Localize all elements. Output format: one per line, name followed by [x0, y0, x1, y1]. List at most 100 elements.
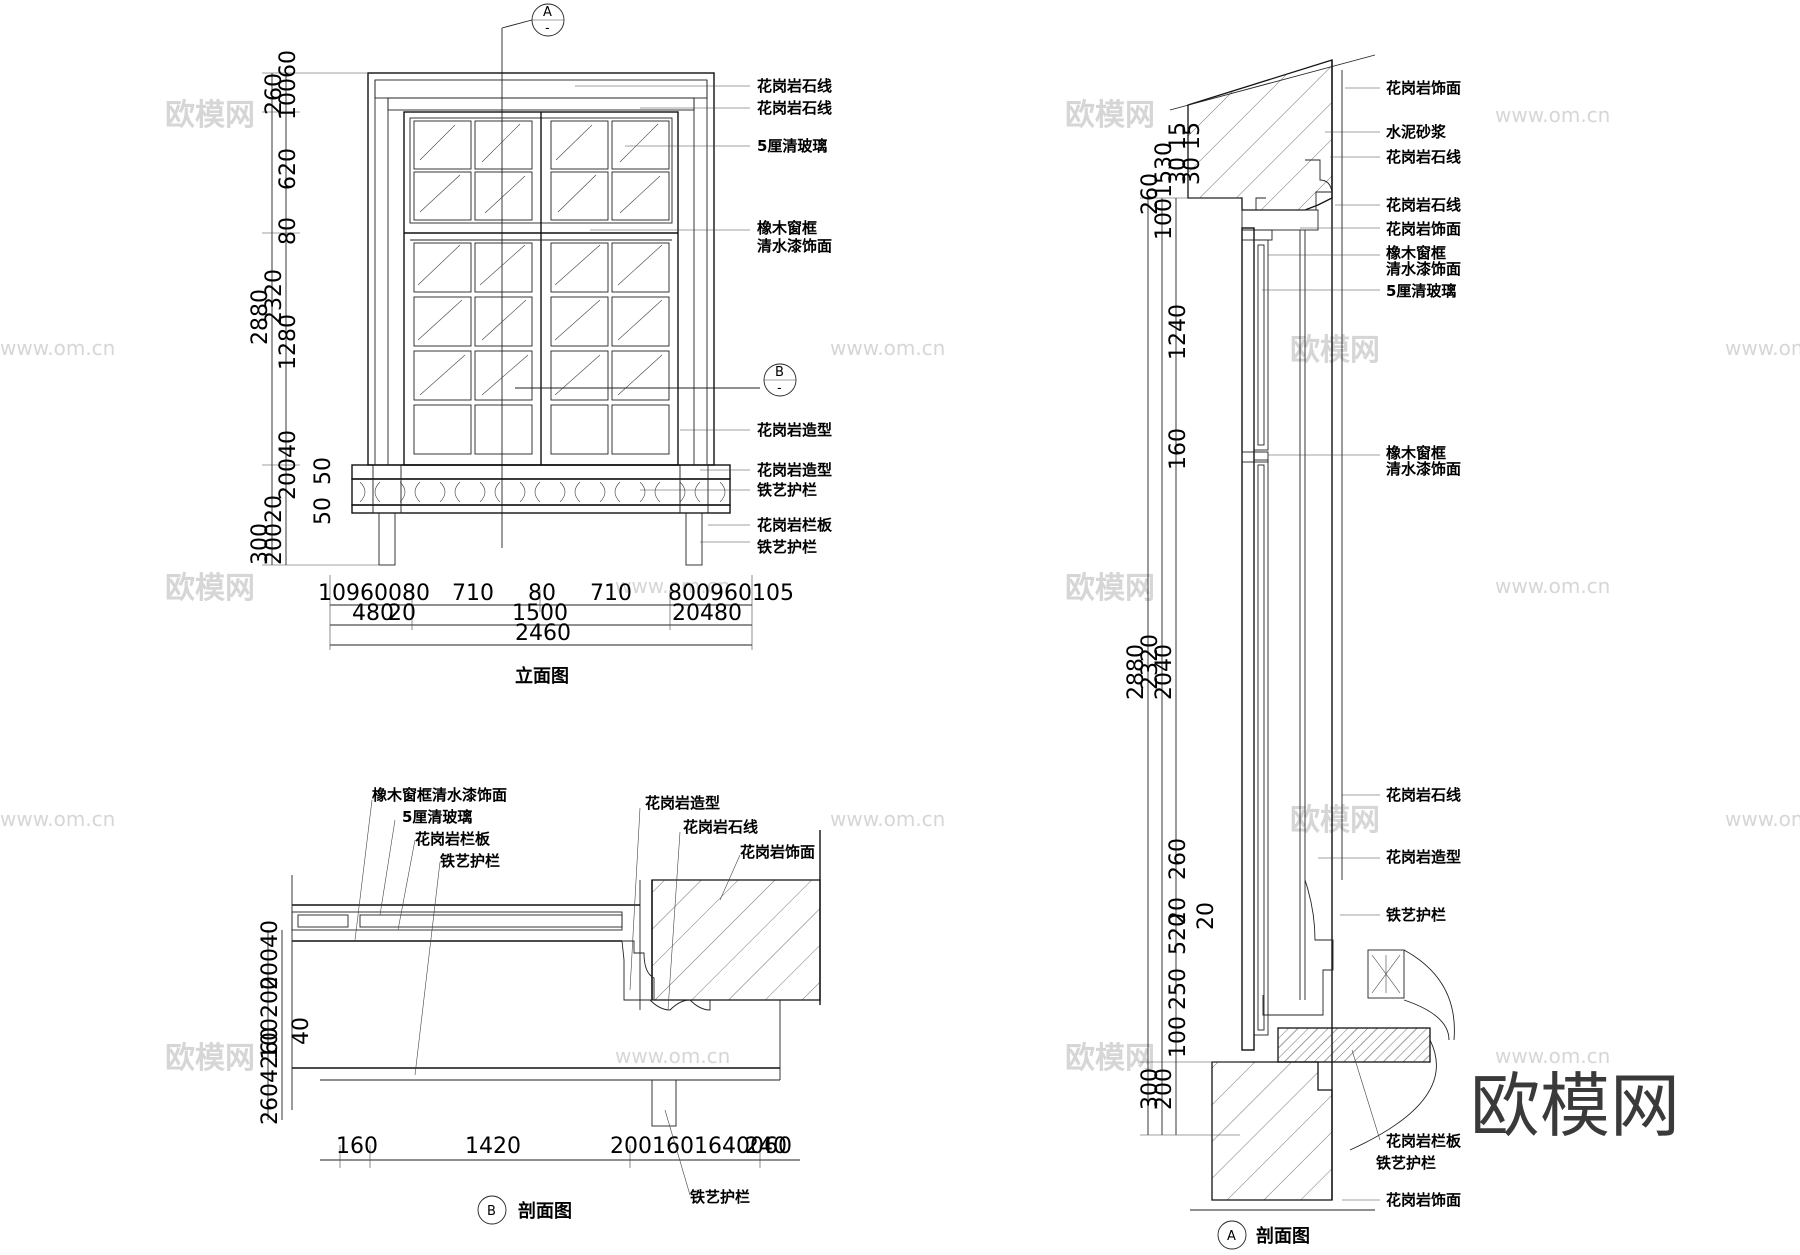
label-b-granite-shape: 花岗岩造型: [645, 794, 720, 812]
iron-railing-ornament: [359, 481, 726, 503]
label-a-oak-frame-1: 橡木窗框: [1386, 244, 1446, 262]
svg-text:160: 160: [1166, 428, 1191, 470]
label-a-varnish-1: 清水漆饰面: [1386, 260, 1461, 278]
watermark-logo-large: 欧模网: [1470, 1065, 1680, 1147]
granite-rail-cap: [351, 464, 731, 480]
section-tag-a-sub: -: [545, 21, 550, 36]
oak-frame-section: [1241, 227, 1255, 1051]
label-a-oak-frame-2: 橡木窗框: [1386, 444, 1446, 462]
svg-text:1001530: 1001530: [1152, 142, 1177, 240]
svg-text:20040: 20040: [258, 920, 283, 990]
svg-text:1420: 1420: [465, 1134, 521, 1159]
watermark-url: www.om.cn: [1495, 1044, 1610, 1068]
label-granite-shape-1: 花岗岩造型: [757, 421, 832, 439]
section-a-dimensions: 260 1001530 30 15 30 15 1240 160 2880 23…: [1124, 122, 1240, 1136]
svg-text:710: 710: [452, 581, 494, 606]
label-b-iron-rail-2: 铁艺护栏: [690, 1188, 750, 1206]
label-b-oak-varnish: 橡木窗框清水漆饰面: [372, 786, 507, 804]
label-a-granite-face-top: 花岗岩饰面: [1386, 79, 1461, 97]
wall-top-hatched: [1187, 59, 1333, 211]
label-a-granite-line-2: 花岗岩石线: [1386, 196, 1461, 214]
label-a-granite-shape: 花岗岩造型: [1386, 848, 1461, 866]
watermark-brand: 欧模网: [165, 98, 255, 133]
label-a-iron-rail-2: 铁艺护栏: [1376, 1154, 1436, 1172]
label-granite-panel: 花岗岩栏板: [757, 516, 833, 534]
svg-text:2460: 2460: [515, 621, 571, 646]
label-a-granite-panel: 花岗岩栏板: [1386, 1132, 1462, 1150]
watermark-brand: 欧模网: [165, 571, 255, 606]
svg-text:40: 40: [289, 1017, 314, 1045]
svg-text:260: 260: [262, 73, 287, 115]
svg-text:520: 520: [1166, 913, 1191, 955]
svg-text:1240: 1240: [1166, 304, 1191, 360]
label-b-granite-panel: 花岗岩栏板: [415, 830, 491, 848]
svg-text:240: 240: [745, 1134, 787, 1159]
svg-text:300: 300: [248, 523, 273, 565]
section-tag-b-sub: -: [777, 381, 782, 396]
label-a-granite-line-1: 花岗岩石线: [1386, 148, 1461, 166]
svg-text:1280: 1280: [276, 314, 301, 370]
svg-text:20020: 20020: [262, 495, 287, 565]
section-a-view: 260 1001530 30 15 30 15 1240 160 2880 23…: [1124, 54, 1462, 1250]
section-a-caption: 剖面图: [1256, 1225, 1310, 1247]
elevation-bottom-dimensions: 10960080 710 80 710 800960105 480 20 150…: [318, 575, 794, 650]
corbel-plan: [651, 1079, 677, 1127]
section-tag-b: B: [775, 365, 784, 380]
svg-text:10960080: 10960080: [318, 581, 430, 606]
svg-text:100: 100: [1166, 1016, 1191, 1058]
svg-text:2880: 2880: [1124, 644, 1149, 700]
section-b-caption: 剖面图: [518, 1200, 572, 1222]
svg-text:20: 20: [388, 601, 416, 626]
section-b-tag-circle: [477, 1195, 507, 1225]
svg-text:30 15: 30 15: [1180, 122, 1205, 185]
label-iron-rail-1: 铁艺护栏: [757, 481, 817, 499]
elevation-callouts: 花岗岩石线 花岗岩石线 5厘清玻璃 橡木窗框 清水漆饰面 花岗岩造型 花岗岩造型…: [575, 77, 833, 556]
svg-text:10060: 10060: [276, 50, 301, 120]
watermark-brand: 欧模网: [1065, 98, 1155, 133]
watermark-brand: 欧模网: [1290, 333, 1380, 368]
watermark-url: www.om.cn: [615, 1044, 730, 1068]
casement-glass-panes: [413, 242, 670, 455]
transom-glass-panes: [413, 120, 670, 221]
label-oak-frame: 橡木窗框: [757, 219, 817, 237]
label-b-iron-rail: 铁艺护栏: [440, 852, 500, 870]
svg-text:100200: 100200: [258, 976, 283, 1060]
iron-railing-band: [351, 478, 731, 506]
label-granite-line-1: 花岗岩石线: [757, 77, 832, 95]
watermark-brand: 欧模网: [1290, 803, 1380, 838]
svg-text:20: 20: [1166, 897, 1191, 925]
watermark-brand: 欧模网: [1065, 1041, 1155, 1076]
svg-text:80: 80: [276, 217, 301, 245]
svg-text:50: 50: [311, 497, 336, 525]
label-a-glass: 5厘清玻璃: [1386, 282, 1456, 300]
watermark-url: www.om.cn: [1495, 574, 1610, 598]
label-a-granite-face-bottom: 花岗岩饰面: [1386, 1191, 1461, 1209]
svg-text:250: 250: [1166, 968, 1191, 1010]
elevation-vertical-dimensions: 260 10060 620 80 2880 2320 1280 20040 30…: [248, 50, 380, 566]
label-a-varnish-2: 清水漆饰面: [1386, 460, 1461, 478]
svg-text:200: 200: [1152, 1068, 1177, 1110]
svg-text:2880: 2880: [248, 289, 273, 345]
svg-text:80: 80: [528, 581, 556, 606]
watermark-layer: 欧模网 欧模网 www.om.cn www.om.cn www.om.cn 欧模…: [0, 98, 1800, 1147]
section-a-tag-circle: [1217, 1220, 1247, 1250]
watermark-brand: 欧模网: [165, 1041, 255, 1076]
elevation-view: A -: [248, 3, 833, 687]
label-a-cement-mortar: 水泥砂浆: [1386, 123, 1447, 141]
watermark-brand: 欧模网: [1065, 571, 1155, 606]
elevation-caption: 立面图: [515, 665, 569, 687]
svg-text:300: 300: [1138, 1068, 1163, 1110]
svg-text:710: 710: [590, 581, 632, 606]
section-b-view: 20040 100200 40 2604260 160 1420 2001601…: [258, 786, 821, 1225]
svg-text:2604260: 2604260: [258, 1027, 283, 1125]
svg-text:260: 260: [1166, 838, 1191, 880]
corbel-right: [685, 512, 703, 566]
section-a-callouts: 花岗岩饰面 水泥砂浆 花岗岩石线 花岗岩石线 花岗岩饰面 橡木窗框 清水漆饰面 …: [1262, 79, 1462, 1209]
svg-text:2040: 2040: [1152, 644, 1177, 700]
svg-text:50: 50: [311, 457, 336, 485]
svg-text:620: 620: [276, 148, 301, 190]
section-b-tag: B: [487, 1204, 496, 1219]
wall-bottom-hatched: [1211, 1061, 1333, 1201]
label-a-granite-face-2: 花岗岩饰面: [1386, 220, 1461, 238]
